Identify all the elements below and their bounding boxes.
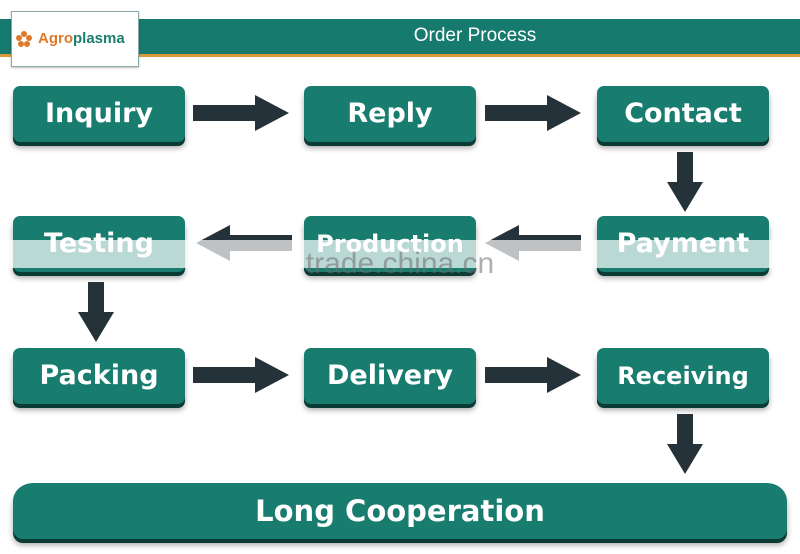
arrow-down-icon: [667, 152, 703, 212]
step-contact: Contact: [597, 86, 769, 142]
step-inquiry: Inquiry: [13, 86, 185, 142]
arrow-down-icon: [78, 282, 114, 342]
arrow-right-icon: [193, 95, 289, 131]
step-packing: Packing: [13, 348, 185, 404]
watermark-band: [0, 240, 800, 268]
watermark-text: trade.china.cn: [305, 247, 495, 280]
step-receiving: Receiving: [597, 348, 769, 404]
logo-text-plasma: plasma: [73, 30, 125, 47]
logo: Agroplasma: [11, 11, 139, 67]
arrow-down-icon: [667, 414, 703, 474]
arrow-right-icon: [485, 95, 581, 131]
logo-text: Agroplasma: [38, 29, 125, 49]
flower-icon: [16, 31, 32, 47]
logo-text-agro: Agro: [38, 30, 73, 47]
arrow-right-icon: [193, 357, 289, 393]
arrow-right-icon: [485, 357, 581, 393]
final-step-long-cooperation: Long Cooperation: [13, 483, 787, 539]
step-reply: Reply: [304, 86, 476, 142]
page-title: Order Process: [413, 25, 537, 46]
step-delivery: Delivery: [304, 348, 476, 404]
